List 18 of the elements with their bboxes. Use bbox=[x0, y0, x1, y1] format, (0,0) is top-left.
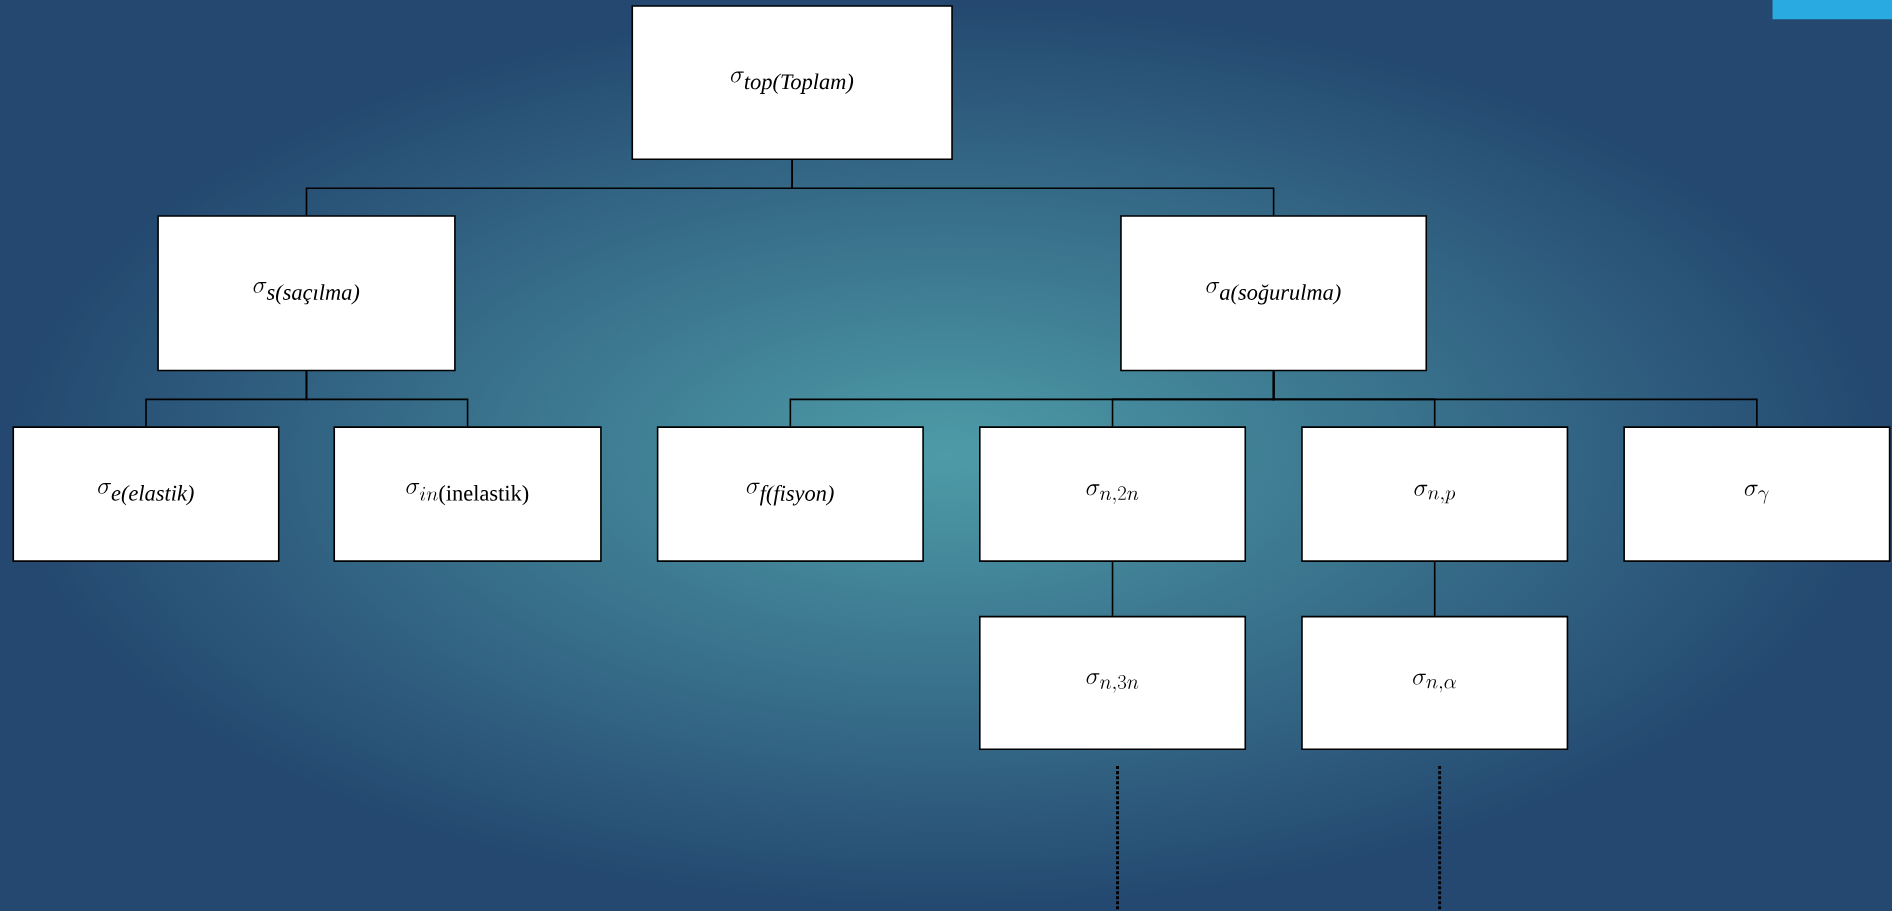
connector-line bbox=[1433, 561, 1436, 617]
connector-line bbox=[305, 370, 469, 428]
formula-box: $\sigma_{in\text{(inelastik)}}$ bbox=[333, 426, 602, 562]
formula-box: $\sigma_{\textit{f(fisyon)}}$ bbox=[656, 426, 924, 562]
connector-line bbox=[1111, 561, 1114, 617]
formula-box: $\sigma_{n,p}$ bbox=[1301, 426, 1569, 562]
formula-box: $\sigma_{\textit{s(saçılma)}}$ bbox=[157, 215, 456, 372]
formula-box: $\sigma_{\textit{e(elastik)}}$ bbox=[12, 426, 280, 562]
formula-box: $\sigma_{n,3n}$ bbox=[979, 615, 1247, 751]
connector-line bbox=[1272, 370, 1758, 428]
formula-box: $\sigma_{\gamma}$ bbox=[1623, 426, 1891, 562]
connector-line bbox=[1116, 766, 1120, 911]
formula-box: $\sigma_{n,2n}$ bbox=[979, 426, 1247, 562]
formula-box: $\sigma_{n,\alpha}$ bbox=[1301, 615, 1569, 751]
connector-line bbox=[1438, 766, 1442, 911]
connector-line bbox=[791, 159, 1275, 216]
formula-box: $\sigma_{\textit{a(soğurulma)}}$ bbox=[1120, 215, 1428, 372]
formula-box: $\sigma_{\textit{top(Toplam)}}$ bbox=[631, 5, 953, 161]
